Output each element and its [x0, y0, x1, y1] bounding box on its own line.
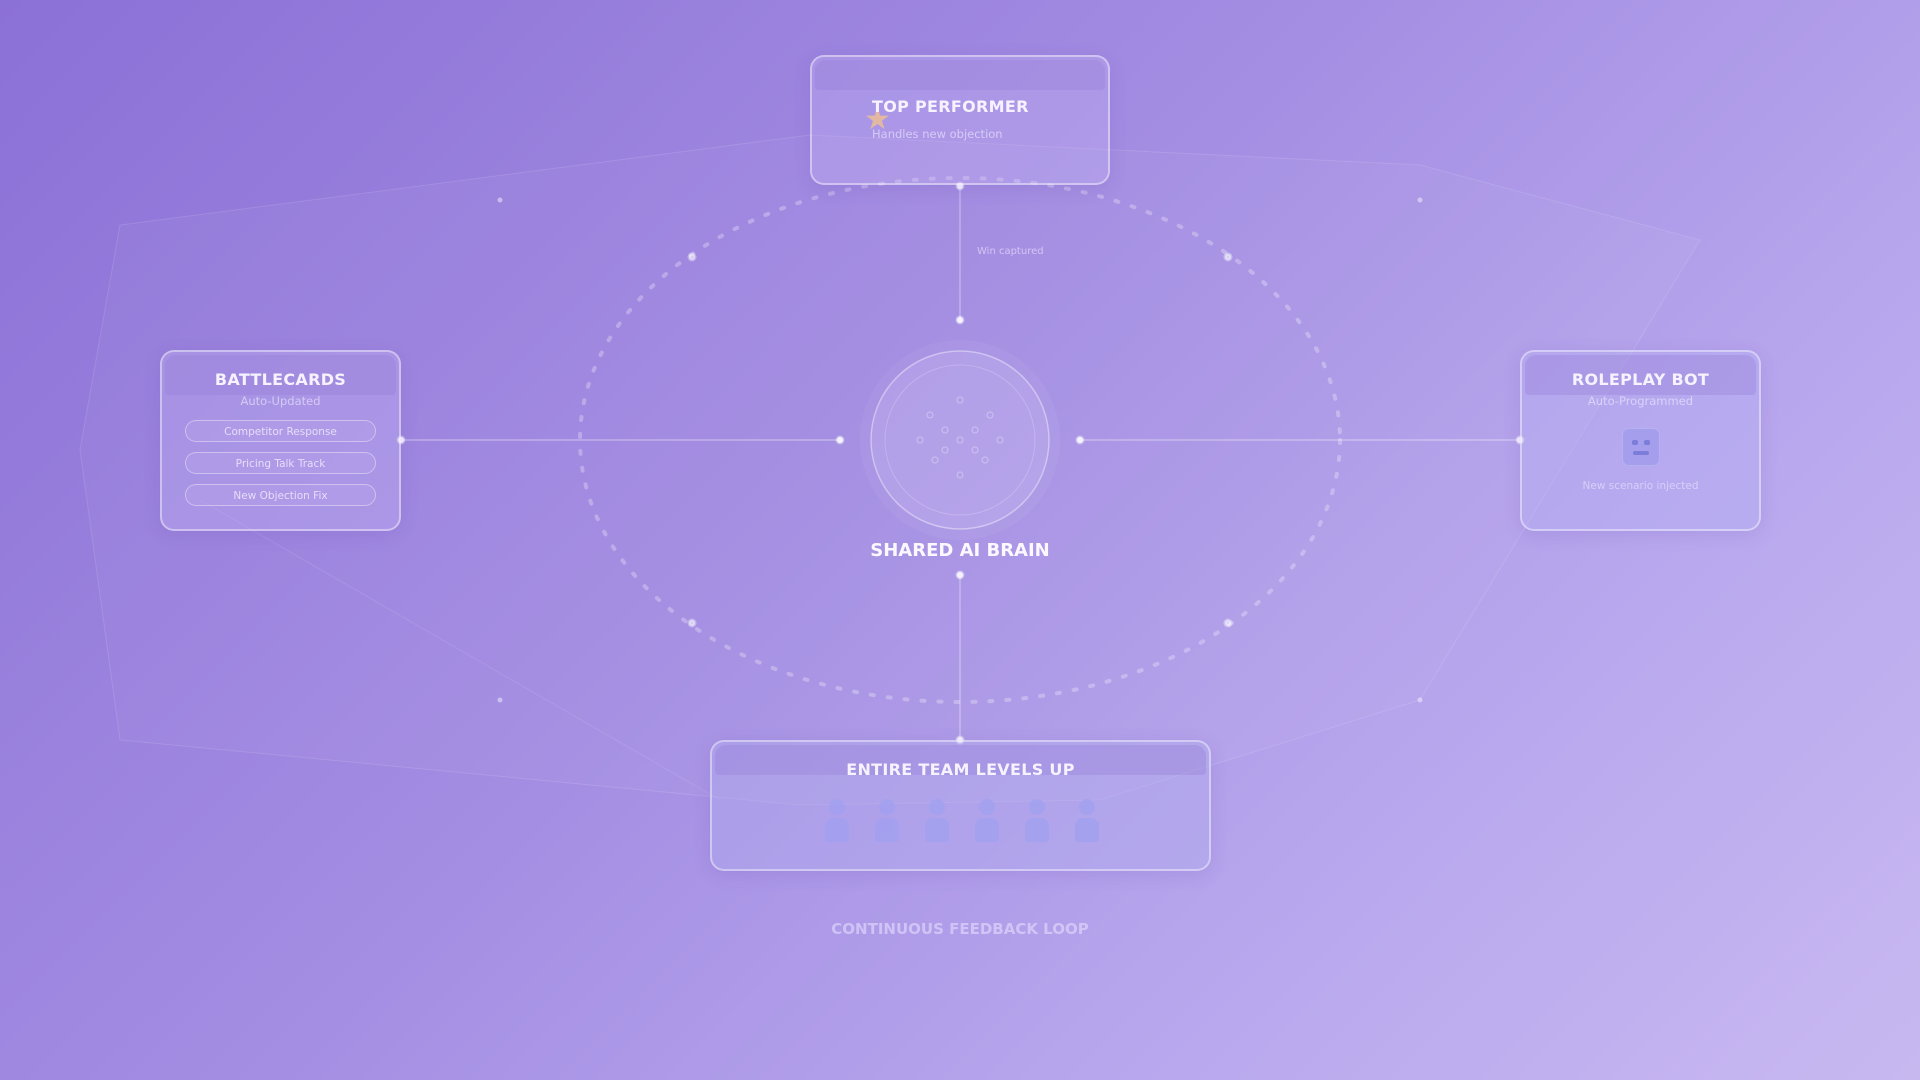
connector-endpoints: [396, 181, 1525, 745]
person-icon: [1025, 799, 1049, 845]
battlecard-item: Competitor Response: [185, 420, 376, 442]
background-polygon: [79, 134, 1701, 806]
battlecard-item: Pricing Talk Track: [185, 452, 376, 474]
person-icon: [875, 799, 899, 845]
person-icon: [1075, 799, 1099, 845]
corner-dot: [1417, 197, 1423, 203]
star-icon: ★: [864, 102, 891, 137]
endpoint: [1075, 435, 1085, 445]
endpoint: [396, 435, 406, 445]
orbit-markers: [687, 252, 1233, 628]
brain-nodes-icon: [916, 396, 1004, 479]
win-captured-label: Win captured: [977, 246, 1044, 257]
brain-orb-inner: [884, 364, 1036, 516]
endpoint: [955, 735, 965, 745]
endpoint: [1515, 435, 1525, 445]
top-performer-subtitle: Handles new objection: [872, 127, 1003, 141]
orbit-marker: [1223, 252, 1233, 262]
orbit-marker: [687, 252, 697, 262]
orbit-marker: [1223, 618, 1233, 628]
card-header-band: [815, 60, 1105, 90]
endpoint: [955, 181, 965, 191]
roleplay-bot-title: ROLEPLAY BOT: [1571, 370, 1710, 389]
brain-orb-outer: [870, 350, 1050, 530]
team-card: ENTIRE TEAM LEVELS UP: [710, 740, 1211, 871]
top-performer-card: ★ TOP PERFORMER Handles new objection: [810, 55, 1110, 185]
orbit-marker: [687, 618, 697, 628]
top-performer-title: TOP PERFORMER: [872, 97, 1029, 116]
team-title: ENTIRE TEAM LEVELS UP: [846, 760, 1075, 779]
battlecard-item: New Objection Fix: [185, 484, 376, 506]
robot-icon: [1622, 428, 1660, 466]
roleplay-bot-card: ROLEPLAY BOT Auto-Programmed New scenari…: [1520, 350, 1761, 531]
brain-orb: [860, 340, 1060, 540]
person-icon: [825, 799, 849, 845]
person-icon: [975, 799, 999, 845]
endpoint: [835, 435, 845, 445]
corner-dot: [497, 697, 503, 703]
card-header-band: [165, 355, 396, 395]
corner-dot: [1417, 697, 1423, 703]
battlecards-card: BATTLECARDS Auto-Updated Competitor Resp…: [160, 350, 401, 531]
shared-ai-brain-label: SHARED AI BRAIN: [870, 540, 1050, 561]
corner-dots: [497, 197, 1423, 703]
roleplay-bot-note: New scenario injected: [1582, 480, 1699, 492]
corner-dot: [497, 197, 503, 203]
battlecards-subtitle: Auto-Updated: [240, 394, 321, 408]
person-icon: [925, 799, 949, 845]
endpoint: [955, 570, 965, 580]
background-line: [199, 499, 721, 801]
card-header-band: [715, 745, 1206, 775]
connectors: [401, 186, 1520, 740]
brain-orb-glow: [860, 340, 1060, 540]
feedback-loop-label: CONTINUOUS FEEDBACK LOOP: [831, 920, 1089, 938]
roleplay-bot-subtitle: Auto-Programmed: [1587, 394, 1694, 408]
endpoint: [955, 315, 965, 325]
orbit-ring: [578, 176, 1342, 704]
battlecards-title: BATTLECARDS: [214, 370, 347, 389]
card-header-band: [1525, 355, 1756, 395]
